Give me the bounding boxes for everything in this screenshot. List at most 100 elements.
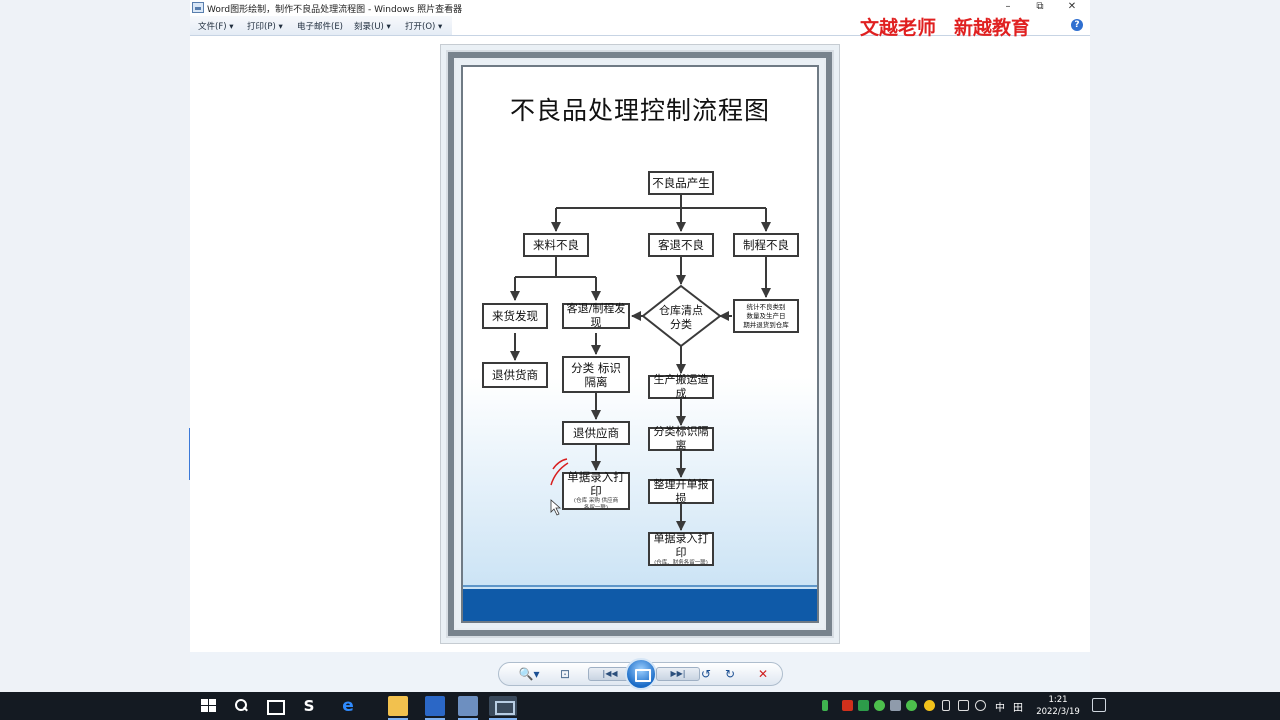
image-frame: 不良品处理控制流程图 [448, 52, 832, 636]
image-viewport: 不良品处理控制流程图 [190, 37, 1090, 652]
classify-line1: 分类 标识 [571, 360, 621, 375]
brand-teacher: 文越老师 [860, 17, 937, 39]
node-incoming: 来料不良 [523, 233, 589, 257]
volume-icon[interactable] [975, 700, 986, 711]
node-classify2-label: 分类标识隔离 [653, 425, 709, 452]
node-return-supplier: 退供货商 [482, 362, 548, 388]
camera-icon[interactable] [890, 700, 901, 711]
search-icon[interactable] [231, 696, 251, 716]
minimize-button[interactable]: – [1005, 1, 1011, 12]
node-incoming-label: 来料不良 [533, 238, 579, 252]
rotate-clockwise-button[interactable]: ↻ [724, 667, 736, 681]
node-scrap-label: 整理开单报损 [653, 477, 709, 505]
flowchart-connectors [510, 195, 771, 531]
close-button[interactable]: ✕ [1067, 1, 1077, 12]
node-process: 制程不良 [733, 233, 799, 257]
mouse-cursor-icon [550, 499, 562, 516]
node-return-supplier-label: 退供货商 [492, 368, 538, 382]
network-icon[interactable] [958, 700, 969, 711]
menu-email[interactable]: 电子邮件(E) [297, 22, 344, 32]
clock-date: 2022/3/19 [1036, 707, 1080, 717]
node-found-return: 客退/制程发现 [562, 302, 630, 329]
node-return-label: 客退不良 [658, 238, 704, 252]
red-annotation-stroke [550, 458, 569, 486]
print1-title: 单据录入打印 [567, 470, 625, 498]
ime-mode-indicator[interactable]: 田 [1013, 703, 1023, 714]
print1-note1: (仓库 采购 供应商 [573, 498, 619, 504]
stats-line1: 统计不良类别 [746, 302, 786, 311]
taskbar: S e 中 田 1:21 2022/3/19 [0, 692, 1280, 720]
windows-start-icon[interactable] [199, 696, 219, 716]
classify-line2: 隔离 [584, 374, 608, 389]
delete-button[interactable]: ✕ [757, 667, 769, 681]
fit-window-button[interactable]: ⊡ [559, 667, 571, 681]
photo-viewer-taskbar-icon[interactable] [489, 696, 517, 720]
displayed-image: 不良品处理控制流程图 [440, 44, 840, 644]
notification-icon[interactable] [1092, 698, 1106, 712]
node-production: 生产搬运造成 [648, 373, 714, 400]
print1-note2: 各留一联) [583, 505, 609, 511]
brand-watermark: 文越老师新越教育 [860, 13, 1030, 40]
node-found-incoming: 来货发现 [482, 303, 548, 329]
wechat-icon-2[interactable] [906, 700, 917, 711]
wechat-icon[interactable] [874, 700, 885, 711]
yellow-app-icon[interactable] [924, 700, 935, 711]
right-background [1090, 0, 1280, 692]
rotate-counterclockwise-button[interactable]: ↺ [700, 667, 712, 681]
node-found-return-label: 客退/制程发现 [566, 302, 626, 329]
slideshow-button[interactable] [625, 658, 657, 690]
node-return-supplier2: 退供应商 [562, 421, 630, 445]
footer-line [463, 585, 817, 587]
usb-icon[interactable] [942, 700, 950, 711]
warehouse-line1: 仓库清点 [659, 304, 703, 317]
battery-icon[interactable] [822, 700, 828, 711]
node-start: 不良品产生 [648, 171, 714, 195]
left-background [0, 0, 190, 692]
node-start-label: 不良品产生 [652, 176, 710, 190]
menu-bar-background [190, 16, 452, 35]
node-production-label: 生产搬运造成 [653, 373, 709, 400]
node-return-supplier2-label: 退供应商 [573, 426, 619, 440]
node-process-label: 制程不良 [743, 238, 789, 252]
system-clock[interactable]: 1:21 2022/3/19 [1028, 694, 1088, 718]
edge-browser-icon[interactable]: e [342, 696, 354, 716]
restore-button[interactable]: ⧉ [1036, 1, 1044, 12]
app-s-icon[interactable]: S [303, 697, 315, 715]
node-scrap: 整理开单报损 [648, 477, 714, 505]
word-icon[interactable] [425, 696, 445, 720]
file-explorer-icon[interactable] [388, 696, 408, 720]
image-page: 不良品处理控制流程图 [461, 65, 819, 623]
wps-icon[interactable] [842, 700, 853, 711]
flowchart-title: 不良品处理控制流程图 [509, 96, 770, 125]
menu-print[interactable]: 打印(P) ▾ [247, 22, 283, 32]
title-bar[interactable]: Word图形绘制，制作不良品处理流程图 - Windows 照片查看器 – ⧉ … [190, 0, 1090, 16]
node-warehouse-label: 仓库清点分类 [646, 304, 716, 332]
node-classify: 分类 标识隔离 [562, 356, 630, 393]
menu-open[interactable]: 打开(O) ▾ [405, 22, 443, 32]
zoom-button[interactable]: 🔍▾ [518, 667, 540, 681]
node-print1: 单据录入打印(仓库 采购 供应商各留一联) [562, 470, 630, 511]
green-app-icon[interactable] [858, 700, 869, 711]
menu-bar: 文件(F) ▾ 打印(P) ▾ 电子邮件(E) 刻录(U) ▾ 打开(O) ▾ [190, 16, 1090, 36]
ime-chinese-indicator[interactable]: 中 [995, 703, 1005, 714]
brand-school: 新越教育 [954, 17, 1031, 39]
print2-note: (仓库、财务各留一联) [654, 559, 708, 566]
node-found-incoming-label: 来货发现 [492, 309, 538, 323]
viewer-toolbar: 🔍▾ ⊡ |◀◀ ▶▶| ↺ ↻ ✕ [190, 652, 1090, 692]
photo-viewer-app-icon [192, 2, 204, 13]
node-return: 客退不良 [648, 233, 714, 257]
menu-file[interactable]: 文件(F) ▾ [198, 22, 234, 32]
task-view-icon[interactable] [264, 696, 285, 716]
next-button[interactable]: ▶▶| [656, 667, 700, 681]
print2-title: 单据录入打印 [653, 531, 709, 559]
node-classify2: 分类标识隔离 [648, 425, 714, 452]
node-print2: 单据录入打印(仓库、财务各留一联) [648, 532, 714, 566]
warehouse-line2: 分类 [670, 318, 692, 331]
menu-burn[interactable]: 刻录(U) ▾ [354, 22, 391, 32]
document-app-icon[interactable] [458, 696, 478, 720]
clock-time: 1:21 [1048, 695, 1068, 705]
photo-viewer-window: Word图形绘制，制作不良品处理流程图 - Windows 照片查看器 – ⧉ … [190, 0, 1090, 692]
stats-line3: 期并退货到仓库 [743, 320, 789, 329]
help-icon[interactable]: ? [1071, 19, 1083, 31]
